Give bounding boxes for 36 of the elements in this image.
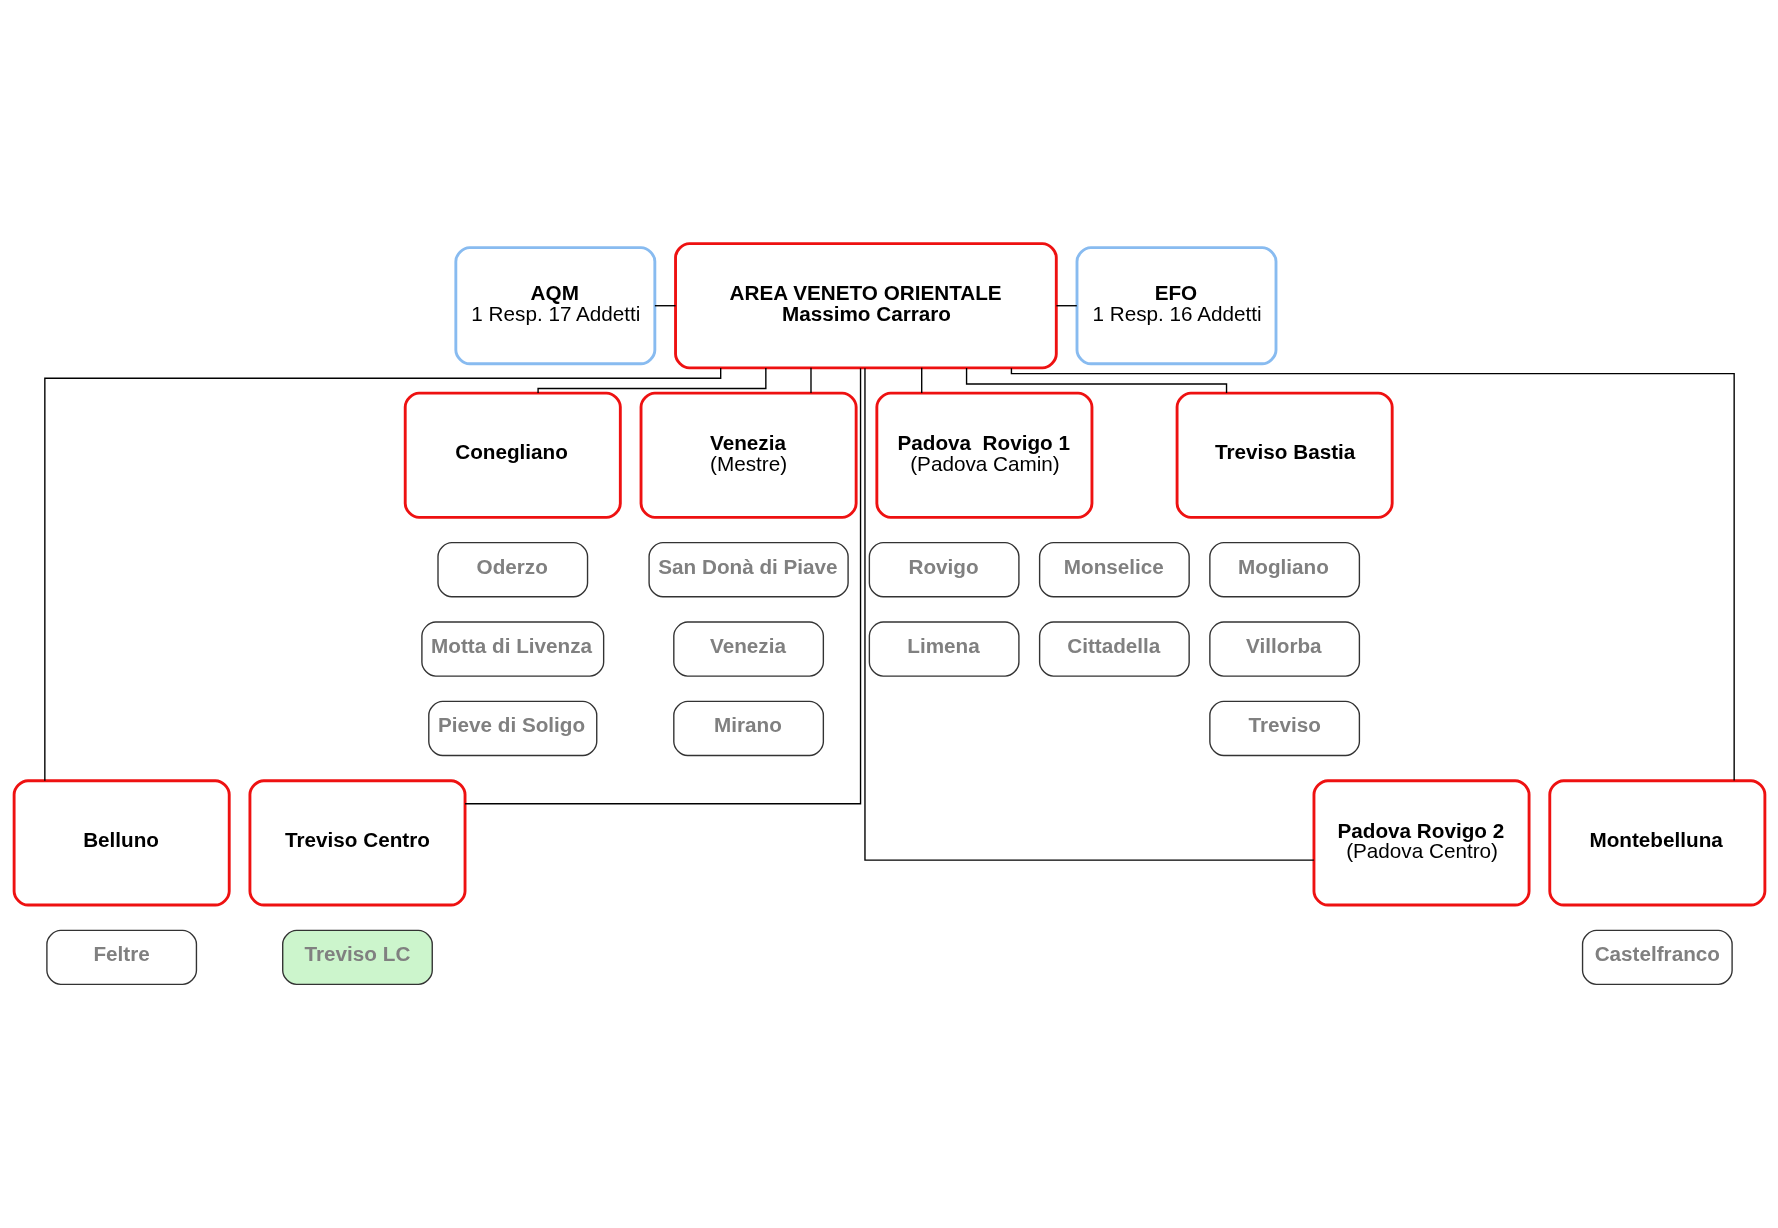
node-box: EFO 1 Resp. 16 Addetti [1075, 246, 1277, 366]
connector [1010, 367, 1735, 782]
node-box: AQM 1 Resp. 17 Addetti [453, 246, 656, 366]
node-box: Padova Rovigo 1 (Padova Camin) [874, 391, 1093, 519]
node-box: Treviso [1208, 700, 1360, 757]
node-box: Pieve di Soligo [427, 700, 597, 757]
node-box: Treviso Bastia [1175, 391, 1394, 519]
node-box: Limena [868, 621, 1020, 677]
node-box: Montebelluna [1547, 779, 1766, 907]
node-box: Padova Rovigo 2 (Padova Centro) [1312, 779, 1530, 907]
node-box: Venezia (Mestre) [639, 391, 858, 519]
node-box: Treviso LC [281, 929, 433, 986]
connector [920, 367, 922, 394]
node-box: Monselice [1038, 542, 1190, 598]
node-box: Feltre [45, 929, 197, 986]
node-box: Treviso Centro [248, 779, 466, 907]
node-box: Belluno [12, 779, 231, 907]
connector [653, 305, 676, 307]
node-box: Castelfranco [1581, 929, 1733, 986]
connector [463, 367, 861, 805]
node-box: Venezia [672, 621, 824, 677]
node-box: Cittadella [1038, 621, 1190, 677]
node-box: San Donà di Piave [647, 542, 849, 598]
node-box: Villorba [1208, 621, 1360, 677]
connector [809, 367, 812, 394]
node-box: Mirano [672, 700, 824, 757]
connector [965, 367, 1227, 394]
node-box: Conegliano [403, 391, 622, 519]
node-box: Motta di Livenza [420, 621, 604, 677]
node-box: Rovigo [868, 542, 1020, 598]
connector [1055, 305, 1077, 307]
connector [43, 367, 721, 782]
node-box: AREA VENETO ORIENTALE Massimo Carraro [673, 242, 1058, 370]
node-box: Mogliano [1208, 542, 1360, 598]
node-box: Oderzo [436, 542, 588, 598]
connector [863, 367, 1315, 861]
